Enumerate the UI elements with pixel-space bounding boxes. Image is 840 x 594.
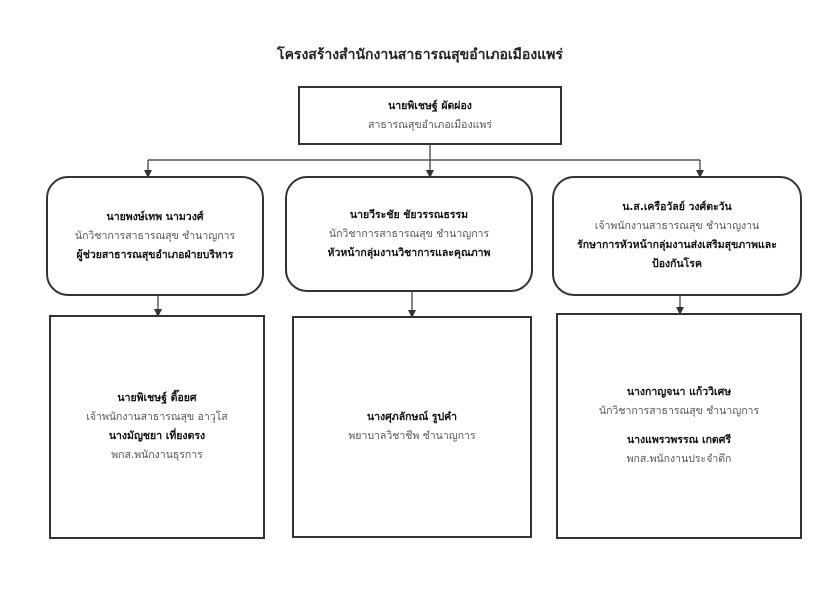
branch-2-head-box: นายวีระชัย ชัยวรรณธรรม นักวิชาการสาธารณส… <box>285 176 533 292</box>
branch-3-staff-2-name: นางแพรวพรรณ เกตศรี <box>626 434 732 446</box>
top-box: นายพิเชษฐ์ ผัดผ่อง สาธารณสุขอำเภอเมืองแพ… <box>298 86 562 145</box>
branch-2-head-position: นักวิชาการสาธารณสุข ชำนาญการ <box>328 227 490 240</box>
branch-3-staff-1-position: นักวิชาการสาธารณสุข ชำนาญการ <box>598 405 760 417</box>
branch-3-head-box: น.ส.เครือวัลย์ วงศ์ตะวัน เจ้าพนักงานสาธา… <box>552 176 802 296</box>
branch-1-head-role: ผู้ช่วยสาธารณสุขอำเภอฝ่ายบริหาร <box>76 248 234 261</box>
branch-2-head-name: นายวีระชัย ชัยวรรณธรรม <box>349 208 469 221</box>
branch-2-staff-1-name: นางศุภลักษณ์ รูปคำ <box>366 411 458 423</box>
chart-title: โครงสร้างสำนักงานสาธารณสุขอำเภอเมืองแพร่ <box>277 47 563 63</box>
branch-1-staff-1-position: เจ้าพนักงานสาธารณสุข อาวุโส <box>86 411 228 423</box>
branch-3-head-role-line2: ป้องกันโรค <box>652 258 702 270</box>
top-position: สาธารณสุขอำเภอเมืองแพร่ <box>368 118 492 131</box>
branch-3-head-role-line1: รักษาการหัวหน้ากลุ่มงานส่งเสริมสุขภาพและ <box>577 239 777 251</box>
branch-1-staff-box: นายพิเชษฐ์ ติ๊อยศ เจ้าพนักงานสาธารณสุข อ… <box>49 315 265 539</box>
branch-1-head-position: นักวิชาการสาธารณสุข ชำนาญการ <box>74 229 236 242</box>
branch-1-staff-1-name: นายพิเชษฐ์ ติ๊อยศ <box>117 392 197 404</box>
branch-1-head-name: นายพงษ์เทพ นามวงศ์ <box>106 210 204 223</box>
branch-2-staff-box: นางศุภลักษณ์ รูปคำ พยาบาลวิชาชีพ ชำนาญกา… <box>292 316 532 538</box>
branch-3-head-position: เจ้าพนักงานสาธารณสุข ชำนาญงาน <box>594 220 760 232</box>
branch-3-staff-1-name: นางกาญจนา แก้ววิเศษ <box>626 386 732 398</box>
branch-1-head-box: นายพงษ์เทพ นามวงศ์ นักวิชาการสาธารณสุข ช… <box>46 176 264 296</box>
top-name: นายพิเชษฐ์ ผัดผ่อง <box>388 99 472 112</box>
branch-1-staff-2-position: พกส.พนักงานธุรการ <box>111 449 203 461</box>
branch-2-head-role: หัวหน้ากลุ่มงานวิชาการและคุณภาพ <box>327 246 491 259</box>
branch-2-staff-1-position: พยาบาลวิชาชีพ ชำนาญการ <box>348 430 476 442</box>
branch-3-staff-2-position: พกส.พนักงานประจำตึก <box>626 453 732 465</box>
branch-1-staff-2-name: นางมัญชยา เที่ยงตรง <box>108 430 206 442</box>
branch-3-staff-box: นางกาญจนา แก้ววิเศษ นักวิชาการสาธารณสุข … <box>556 313 802 539</box>
branch-3-head-name: น.ส.เครือวัลย์ วงศ์ตะวัน <box>622 201 732 213</box>
